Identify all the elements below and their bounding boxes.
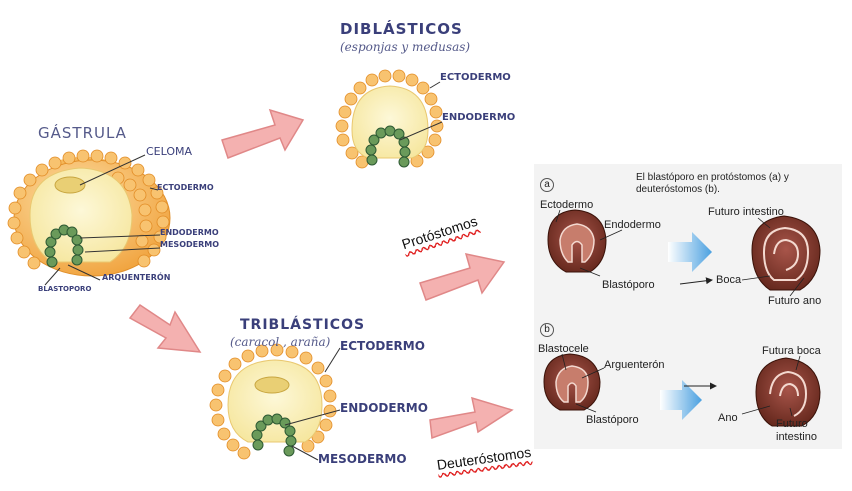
gastrula-arquenteron-label: ARQUENTERÓN [102, 273, 171, 282]
triblasticos-subtitle: (caracol , araña) [230, 335, 331, 349]
panel-b-blastocele-label: Blastocele [538, 343, 589, 355]
diblasticos-drawing [335, 69, 444, 169]
panel-a-blue-arrow [668, 232, 712, 272]
triblasticos-title: TRIBLÁSTICOS [240, 317, 366, 333]
panel-b-embryo-1 [543, 353, 601, 411]
triblasticos-drawing [209, 343, 341, 461]
gastrula-endodermo-label: ENDODERMO [160, 228, 219, 237]
panel-a-boca-label: Boca [716, 274, 742, 286]
gastrula-title: GÁSTRULA [38, 124, 127, 142]
panel-b-embryo-2 [755, 357, 821, 427]
panel-a-embryo-1 [547, 209, 607, 273]
panel-a-endodermo-label: Endodermo [604, 219, 661, 231]
panel-b-ano-label: Ano [718, 412, 738, 424]
gastrula-ectodermo-label: ECTODERMO [157, 183, 214, 192]
panel-b-futuro-intestino-label: Futuro intestino [776, 418, 817, 444]
diblasticos-subtitle: (esponjas y medusas) [340, 40, 471, 54]
pink-arrow-to-diblasticos [221, 108, 305, 159]
triblasticos-ectodermo-label: ECTODERMO [340, 339, 425, 353]
gastrula-celoma-label: CELOMA [146, 145, 193, 158]
diblasticos-ectodermo-label: ECTODERMO [440, 72, 511, 83]
pink-arrow-deuterostomos [429, 396, 514, 440]
panel-b-arquenteron-label: Arguenterón [604, 359, 665, 371]
pink-arrow-to-triblasticos [128, 303, 202, 353]
panel-a-small-arrow [679, 277, 713, 285]
panel-a-embryo-2 [751, 215, 821, 291]
panel-a-futuro-intestino-label: Futuro intestino [708, 206, 784, 218]
panel-b-blue-arrow [660, 380, 702, 420]
textbook-caption: El blastóporo en protóstomos (a) y deute… [636, 172, 789, 195]
panel-a-letter: a [540, 178, 554, 192]
pink-arrow-protostomos [419, 253, 506, 301]
panel-b-blastoporo-label: Blastóporo [586, 414, 639, 426]
diblasticos-endodermo-label: ENDODERMO [442, 112, 516, 123]
diblasticos-title: DIBLÁSTICOS [340, 20, 463, 38]
gastrula-mesodermo-label: MESODERMO [160, 240, 220, 249]
triblasticos-endodermo-label: ENDODERMO [340, 401, 428, 415]
textbook-leader-lines [555, 209, 805, 417]
panel-a-futuro-ano-label: Futuro ano [768, 295, 822, 307]
panel-a-ectodermo-label: Ectodermo [540, 199, 594, 211]
triblasticos-mesodermo-label: MESODERMO [318, 452, 407, 466]
gastrula-drawing [7, 149, 171, 286]
gastrula-blastoporo-label: BLASTOPORO [38, 285, 92, 293]
panel-a-blastoporo-label: Blastóporo [602, 279, 655, 291]
panel-b-futura-boca-label: Futura boca [762, 345, 821, 357]
panel-b-letter: b [540, 323, 554, 337]
